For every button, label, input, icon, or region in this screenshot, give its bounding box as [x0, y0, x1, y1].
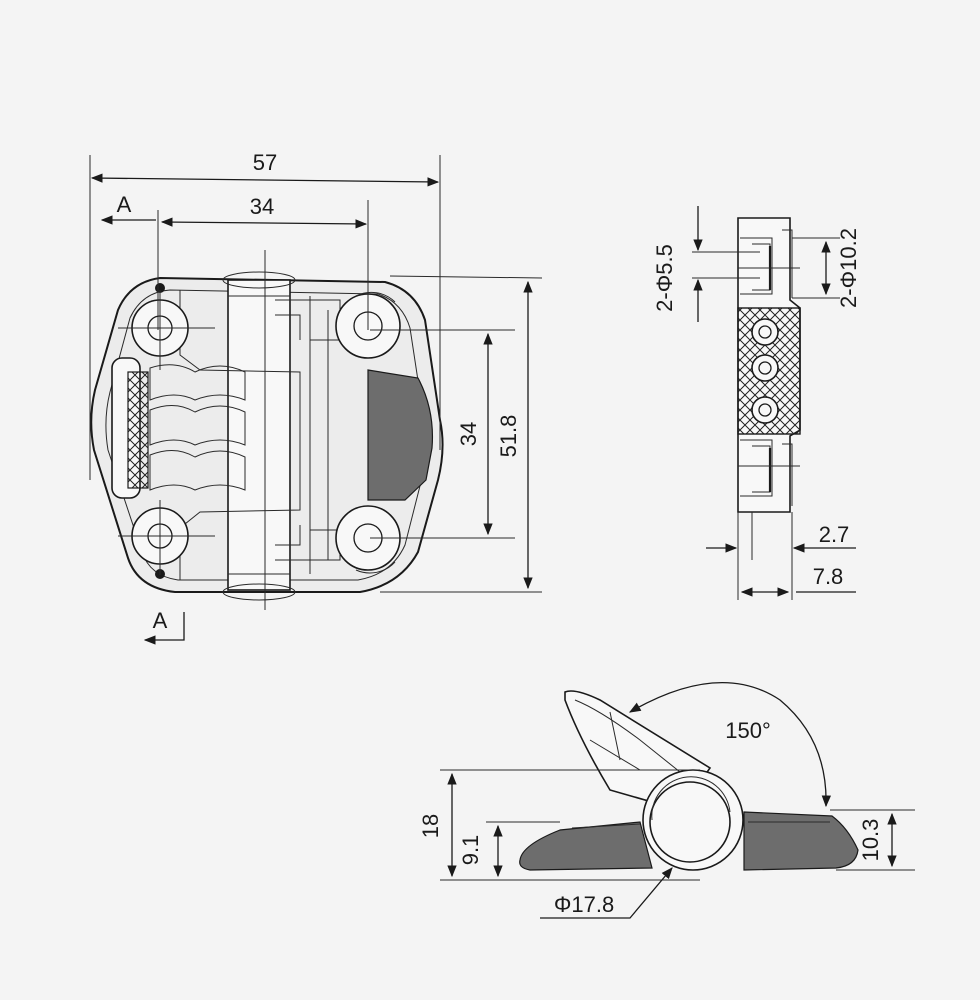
section-label-bottom: A	[153, 608, 168, 633]
dim-hole-spacing-h: 34	[250, 194, 274, 219]
open-view: 150° 18 9.1 10.3 Φ17.8	[418, 682, 915, 919]
dim-angle: 150°	[725, 718, 771, 743]
dim-leaf-height: 10.3	[858, 819, 883, 862]
dim-barrel-diameter: Φ17.8	[554, 892, 614, 917]
barrel-block	[227, 279, 291, 591]
diameter-leader	[540, 867, 673, 919]
dim-hole-spacing-v: 34	[456, 422, 481, 446]
shaded-face	[367, 369, 434, 501]
dim-axis-height: 9.1	[458, 835, 483, 866]
dim-thickness: 7.8	[813, 564, 844, 589]
left-leaf	[519, 821, 653, 871]
dim-height: 18	[418, 814, 443, 838]
dim-line-34-h	[160, 217, 368, 229]
dim-width-total: 57	[253, 150, 277, 175]
dim-line-57	[90, 173, 440, 187]
dim-hole-small: 2-Φ5.5	[652, 244, 677, 312]
dim-hole-large: 2-Φ10.2	[836, 228, 861, 308]
section-arrow-bottom	[143, 612, 185, 645]
dim-height-total: 51.8	[496, 415, 521, 458]
side-view: 2-Φ5.5 2-Φ10.2 2.7 7.8	[652, 206, 861, 600]
spring-coil	[127, 371, 149, 489]
section-label-top: A	[117, 192, 132, 217]
angle-arc	[628, 682, 831, 808]
front-view: 57 34 A 34 51.8 A	[89, 150, 543, 645]
dim-offset: 2.7	[819, 522, 850, 547]
right-leaf	[743, 811, 859, 871]
